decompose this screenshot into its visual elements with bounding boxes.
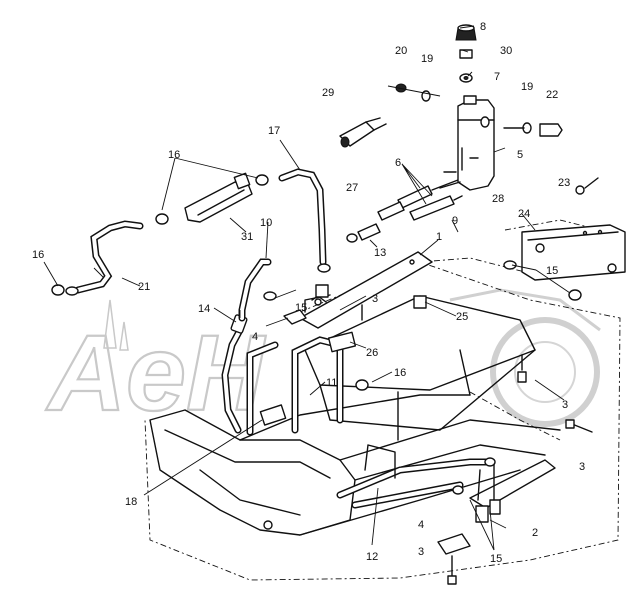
callout-25: 25 xyxy=(456,311,468,323)
callout-6: 6 xyxy=(395,157,401,169)
clamp-15 xyxy=(263,291,277,301)
callout-11: 11 xyxy=(326,377,337,389)
callout-28: 28 xyxy=(492,193,504,205)
callout-19a: 19 xyxy=(421,53,433,65)
callout-20: 20 xyxy=(395,45,407,57)
hardware xyxy=(387,83,599,195)
callout-8: 8 xyxy=(480,21,486,33)
callout-2: 2 xyxy=(532,527,538,539)
cap-stack xyxy=(455,24,477,83)
callout-13: 13 xyxy=(374,247,386,259)
callout-16c: 16 xyxy=(394,367,406,379)
callout-3a: 3 xyxy=(372,293,378,305)
callout-1: 1 xyxy=(436,231,442,243)
callout-23: 23 xyxy=(558,177,570,189)
clamp-16-left xyxy=(51,284,65,296)
callout-17: 17 xyxy=(268,125,280,137)
callout-30: 30 xyxy=(500,45,512,57)
callout-21: 21 xyxy=(138,281,150,293)
watermark: AeH xyxy=(44,288,601,434)
hose-10 xyxy=(238,258,272,322)
callout-4b: 4 xyxy=(418,519,424,531)
hose-12 xyxy=(364,444,396,479)
callout-16b: 16 xyxy=(32,249,44,261)
callout-24: 24 xyxy=(518,208,530,220)
mounting-plate-24 xyxy=(503,224,626,301)
callout-7: 7 xyxy=(494,71,500,83)
bracket-26 xyxy=(327,331,357,353)
callout-29: 29 xyxy=(322,87,334,99)
callout-22: 22 xyxy=(546,89,558,101)
hose-21 xyxy=(65,220,144,296)
callout-4a: 4 xyxy=(252,331,258,343)
callout-3b: 3 xyxy=(562,399,568,411)
callout-27: 27 xyxy=(346,182,358,194)
callout-26: 26 xyxy=(366,347,378,359)
fuel-line-group xyxy=(346,179,463,243)
belly-pan xyxy=(149,394,561,536)
callout-15c: 15 xyxy=(490,553,502,565)
callout-18: 18 xyxy=(125,496,137,508)
clamp-16 xyxy=(355,379,369,391)
callout-12: 12 xyxy=(366,551,378,563)
callout-10: 10 xyxy=(260,217,272,229)
callout-19b: 19 xyxy=(521,81,533,93)
callout-16a: 16 xyxy=(168,149,180,161)
callout-labels: 8 30 20 19 7 29 19 22 5 17 16 6 27 28 23… xyxy=(32,21,585,565)
bracket-4-upper xyxy=(283,309,307,325)
callout-31: 31 xyxy=(241,231,253,243)
clamp-18 xyxy=(259,404,287,426)
callout-15a: 15 xyxy=(546,265,558,277)
oil-hose-17 xyxy=(278,168,331,298)
callout-3c: 3 xyxy=(579,461,585,473)
clip-25 xyxy=(413,295,427,309)
callout-15b: 15 xyxy=(295,302,307,314)
fitting-31 xyxy=(155,172,269,225)
oil-reservoir-5 xyxy=(439,95,495,191)
bumper-tube xyxy=(246,336,492,509)
leader-lines xyxy=(43,25,571,551)
bolts xyxy=(361,304,593,433)
bracket-4-lower xyxy=(437,533,471,585)
callout-5: 5 xyxy=(517,149,523,161)
callout-9: 9 xyxy=(452,215,458,227)
callout-3d: 3 xyxy=(418,546,424,558)
check-valve-29 xyxy=(339,117,387,148)
bracket-1 xyxy=(299,251,433,329)
bracket-2 xyxy=(452,457,556,523)
callout-14: 14 xyxy=(198,303,210,315)
